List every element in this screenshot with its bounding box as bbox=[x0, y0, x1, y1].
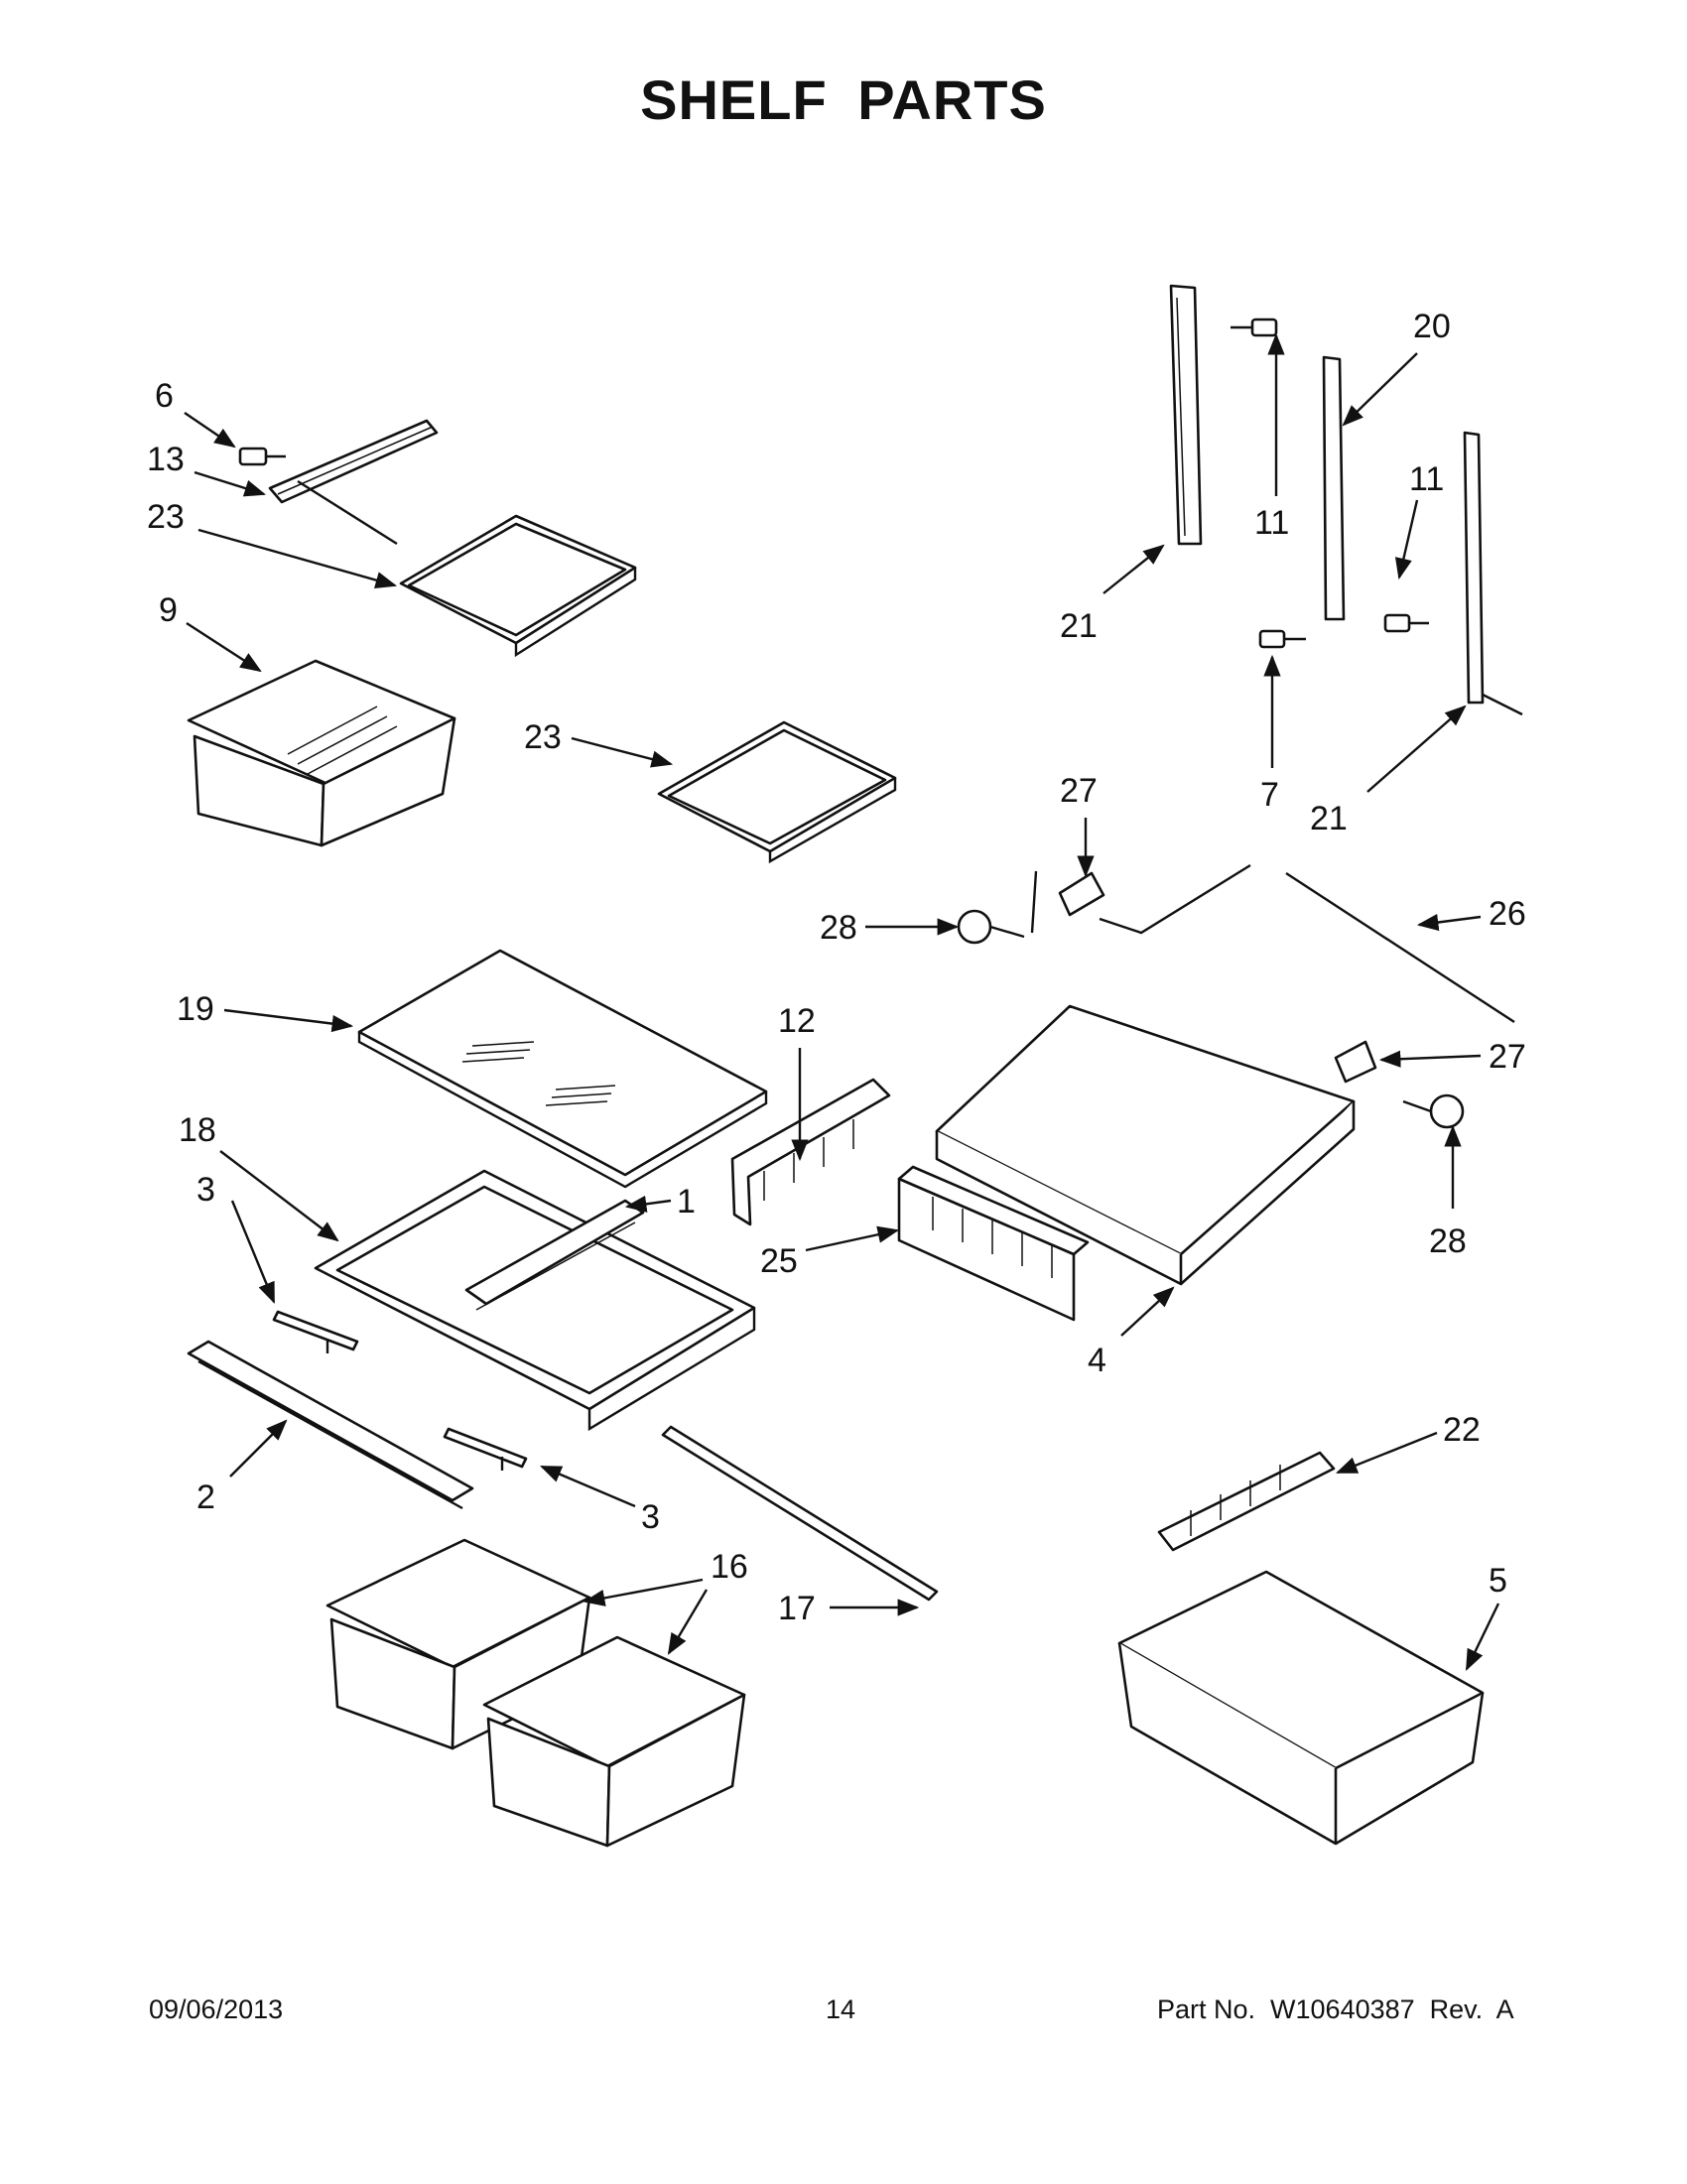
callout-6: 6 bbox=[155, 377, 174, 415]
part-11-screw-upper bbox=[1231, 318, 1278, 337]
part-12-divider bbox=[730, 1078, 891, 1226]
part-25-divider bbox=[897, 1165, 1090, 1322]
footer-part-no: Part No. W10640387 Rev. A bbox=[1157, 1994, 1514, 2024]
part-21-rail-left bbox=[1169, 284, 1203, 546]
callout-20: 20 bbox=[1413, 308, 1451, 345]
callout-11: 11 bbox=[1254, 504, 1289, 542]
part-27-bracket-upper bbox=[1058, 871, 1105, 917]
part-28-gear-lower bbox=[1402, 1093, 1465, 1129]
callout-1: 1 bbox=[677, 1183, 696, 1220]
callout-22: 22 bbox=[1443, 1411, 1481, 1449]
callout-9: 9 bbox=[159, 591, 178, 629]
part-19-glass-shelf bbox=[357, 949, 768, 1189]
part-27-bracket-lower bbox=[1334, 1040, 1377, 1084]
leader-lines bbox=[184, 332, 1500, 1671]
callout-27: 27 bbox=[1489, 1038, 1526, 1076]
part-21-rail-right bbox=[1463, 431, 1523, 716]
callout-28: 28 bbox=[1429, 1222, 1467, 1260]
callout-23: 23 bbox=[147, 498, 185, 536]
part-5-basket bbox=[1117, 1570, 1485, 1846]
part-22-divider bbox=[1157, 1451, 1336, 1552]
callout-labels: 6 13 23 9 23 19 18 3 1 2 3 16 17 12 25 4… bbox=[147, 308, 1526, 1627]
part-13-rail bbox=[268, 419, 439, 546]
callout-3: 3 bbox=[641, 1498, 660, 1536]
callout-12: 12 bbox=[778, 1002, 816, 1040]
callout-26: 26 bbox=[1489, 895, 1526, 933]
part-3-bracket-left bbox=[272, 1310, 359, 1353]
part-11-screw-lower bbox=[1383, 613, 1429, 633]
part-2-trim bbox=[187, 1340, 474, 1510]
callout-16: 16 bbox=[711, 1548, 748, 1586]
callout-21: 21 bbox=[1060, 607, 1098, 645]
part-20-rail bbox=[1322, 355, 1346, 621]
callout-21: 21 bbox=[1310, 800, 1348, 837]
part-4-wire-basket bbox=[935, 1004, 1356, 1286]
part-16-drawer-lower bbox=[482, 1635, 746, 1848]
callout-23: 23 bbox=[524, 718, 562, 756]
part-26-rod bbox=[1285, 871, 1515, 1024]
part-17-rod bbox=[661, 1425, 939, 1602]
footer-page: 14 bbox=[826, 1994, 856, 2024]
callout-28: 28 bbox=[820, 909, 857, 947]
callout-3: 3 bbox=[196, 1171, 215, 1209]
part-23-shelf-frame-upper bbox=[399, 514, 637, 658]
callout-7: 7 bbox=[1260, 776, 1279, 814]
callout-27: 27 bbox=[1060, 772, 1098, 810]
callout-17: 17 bbox=[778, 1590, 816, 1627]
callout-13: 13 bbox=[147, 441, 185, 478]
callout-4: 4 bbox=[1088, 1342, 1106, 1379]
callout-18: 18 bbox=[179, 1111, 216, 1149]
part-7-screw bbox=[1258, 629, 1306, 649]
part-3-bracket-right bbox=[443, 1427, 528, 1471]
part-9-crisper-drawer bbox=[187, 659, 456, 847]
callout-25: 25 bbox=[760, 1242, 798, 1280]
part-28-gear-upper bbox=[957, 909, 1025, 945]
callout-11: 11 bbox=[1409, 460, 1444, 498]
part-6-screw bbox=[238, 447, 286, 466]
part-18-shelf-frame bbox=[314, 1169, 756, 1432]
page-title: SHELF PARTS bbox=[640, 68, 1047, 131]
footer-date: 09/06/2013 bbox=[149, 1994, 284, 2024]
callout-5: 5 bbox=[1489, 1562, 1507, 1600]
callout-2: 2 bbox=[196, 1478, 215, 1516]
part-23-shelf-frame bbox=[657, 720, 897, 864]
callout-19: 19 bbox=[177, 990, 214, 1028]
